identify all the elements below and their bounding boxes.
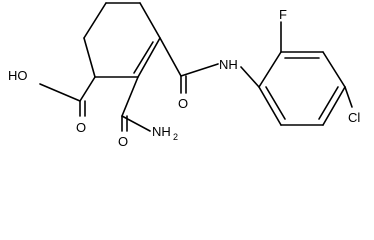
- phenyl-bond-4-inner: [318, 86, 339, 120]
- c-cl-bond: [344, 86, 353, 108]
- fluorine-label: F: [279, 7, 287, 22]
- amide-oxygen-label: O: [178, 96, 188, 111]
- amide-nh2-subscript: 2: [173, 132, 178, 142]
- lower-amide-cn-bond: [121, 115, 151, 132]
- phenyl-ring: F Cl: [258, 7, 360, 126]
- acid-c-bond: [79, 76, 96, 102]
- hydroxyl-label: HO: [8, 68, 28, 83]
- nh-aryl-bond: [240, 66, 260, 88]
- lower-amide-oxygen-label: O: [118, 134, 128, 149]
- ring-bond-top-left: [83, 2, 107, 39]
- amide-nh2-label: NH: [152, 124, 171, 139]
- cyclohexene-ring: [83, 2, 161, 78]
- anilide-amide-group: O NH: [159, 37, 260, 111]
- phenyl-bond-1: [258, 51, 282, 88]
- acid-oh-bond: [39, 83, 81, 102]
- ring-bond-right-double: [137, 37, 161, 78]
- ring-bond-top-right: [139, 2, 161, 39]
- lower-amide-c-bond: [121, 76, 139, 117]
- amide-cn-bond: [180, 63, 219, 77]
- amide-c-bond: [159, 37, 182, 77]
- ring-bond-right-double-inner: [133, 41, 154, 74]
- chlorine-label: Cl: [348, 110, 360, 125]
- phenyl-bond-6: [258, 86, 282, 126]
- acid-oxygen-label: O: [76, 120, 86, 135]
- structure-canvas: HO O O NH F Cl O NH 2: [8, 2, 361, 149]
- chemical-structure-diagram: HO O O NH F Cl O NH 2: [8, 2, 360, 149]
- ring-bond-left: [83, 37, 96, 78]
- carboxylic-acid-group: HO O: [8, 68, 96, 135]
- phenyl-bond-4: [322, 86, 346, 126]
- amine-nh-label: NH: [219, 57, 238, 72]
- primary-amide-group: O NH 2: [118, 76, 178, 149]
- phenyl-bond-6-inner: [265, 86, 286, 120]
- phenyl-bond-3: [322, 51, 346, 88]
